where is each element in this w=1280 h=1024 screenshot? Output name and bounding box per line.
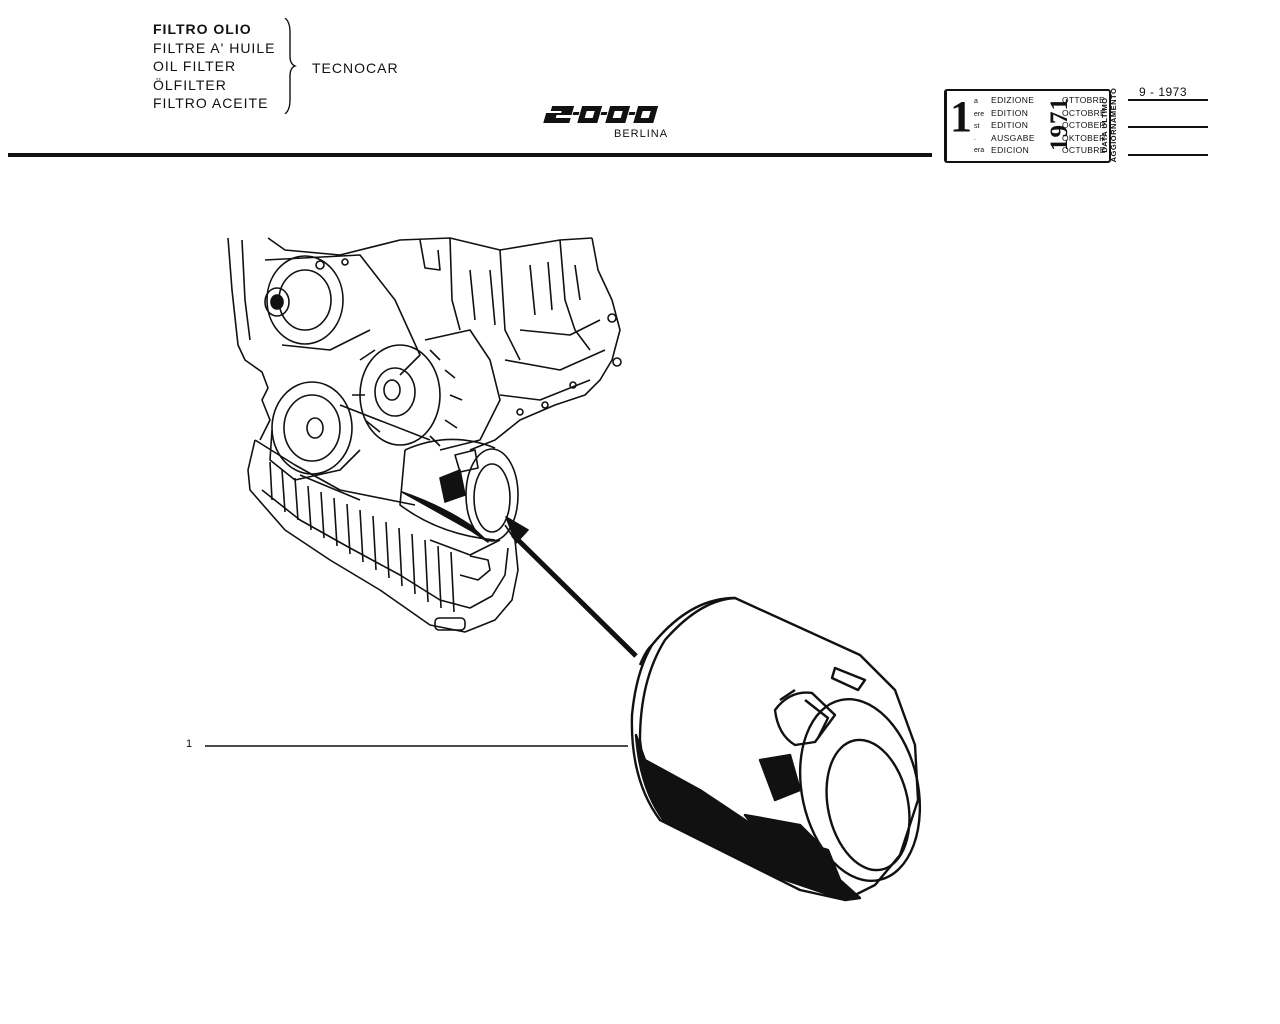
edition-number: 1 [950,92,972,141]
title-italian: FILTRO OLIO [153,21,252,37]
update-line [1128,154,1208,156]
engine-block-drawing [227,237,622,633]
model-subtitle: BERLINA [614,128,669,140]
edition-suffix: st [974,123,980,130]
callout-number: 1 [186,738,193,750]
update-line [1128,99,1208,101]
edition-suffix: era [974,147,985,154]
edition-suffix: ere [974,111,985,118]
edition-month-en: OCTOBER [1062,120,1106,130]
part-title-list: FILTRO OLIO FILTRE A' HUILE OIL FILTER Ö… [153,20,275,113]
edition-suffix: . [974,135,976,142]
edition-month-de: OKTOBER [1062,133,1106,143]
edition-box [944,89,1111,163]
title-german: ÖLFILTER [153,76,227,93]
model-logo-2000: 2000 [543,106,659,123]
title-spanish: FILTRO ACEITE [153,95,269,111]
mounted-filter-drawing [399,438,519,543]
manufacturer-name: TECNOCAR [312,60,399,76]
edition-month-fr: OCTOBRE [1062,108,1106,118]
edition-word-en: EDITION [991,120,1029,130]
title-brace [284,18,297,114]
update-line [1128,126,1208,128]
header-rule [8,153,932,157]
edition-word-it: EDIZIONE [991,95,1035,105]
edition-suffix: a [974,98,978,105]
edition-month-es: OCTUBRE [1062,145,1106,155]
title-english: OIL FILTER [153,58,237,74]
edition-word-de: AUSGABE [991,133,1035,143]
title-french: FILTRE A' HUILE [153,39,276,56]
edition-word-fr: EDITION [991,108,1029,118]
last-update-date: 9 - 1973 [1139,85,1188,99]
enlarged-filter-drawing [630,596,922,902]
pointer-arrow [505,516,638,658]
edition-month-it: OTTOBRE [1062,95,1106,105]
edition-word-es: EDICION [991,145,1030,155]
